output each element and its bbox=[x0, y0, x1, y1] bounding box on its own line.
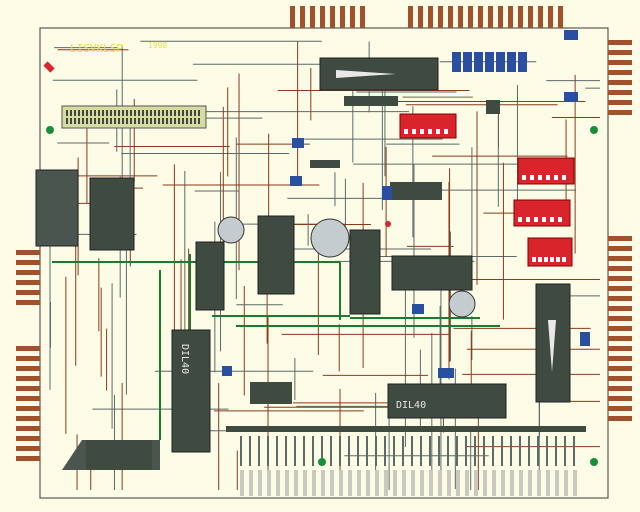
dil40-chip-left: DIL40 bbox=[171, 329, 211, 453]
small-chip-2 bbox=[250, 382, 292, 404]
transformer bbox=[257, 215, 295, 295]
small-chip-1 bbox=[390, 182, 442, 200]
small-chip-3 bbox=[344, 96, 398, 106]
bottom-pin-comb bbox=[226, 426, 586, 496]
mounting-hole-4 bbox=[590, 458, 598, 466]
board-name-label: LISVKLSP bbox=[70, 42, 123, 55]
board-sub-label: 1998 bbox=[148, 41, 167, 50]
dip-switches bbox=[399, 113, 575, 267]
regulator-center bbox=[349, 229, 381, 315]
red-led-icon bbox=[43, 61, 55, 73]
dil40-chip-bottom: DIL40 bbox=[387, 383, 507, 419]
bottom-left-connectors bbox=[62, 440, 160, 470]
small-chip-4 bbox=[310, 160, 340, 168]
red-led-center-icon bbox=[385, 221, 391, 227]
regulator-left bbox=[195, 241, 225, 311]
heatsink-block bbox=[391, 255, 473, 291]
small-chip-5 bbox=[486, 100, 500, 114]
dil40-bottom-label: DIL40 bbox=[396, 400, 426, 411]
cpu-chip-right bbox=[535, 283, 571, 403]
edge-connectors bbox=[16, 6, 632, 461]
mounting-hole-3 bbox=[318, 458, 326, 466]
left-connector-block bbox=[35, 169, 79, 247]
ribbon-header bbox=[61, 105, 207, 129]
capacitor-large-1 bbox=[217, 216, 245, 244]
blue-components bbox=[222, 30, 590, 378]
chip-right-orientation-icon bbox=[548, 320, 556, 372]
mounting-hole-2 bbox=[590, 126, 598, 134]
mounting-hole-1 bbox=[46, 126, 54, 134]
cpu-chip-top bbox=[319, 57, 439, 91]
chip-orientation-arrow-icon bbox=[336, 70, 396, 78]
dil40-left-label: DIL40 bbox=[179, 344, 190, 374]
capacitor-large-3 bbox=[448, 290, 476, 318]
capacitor-large-2 bbox=[310, 218, 350, 258]
power-module bbox=[89, 177, 135, 251]
